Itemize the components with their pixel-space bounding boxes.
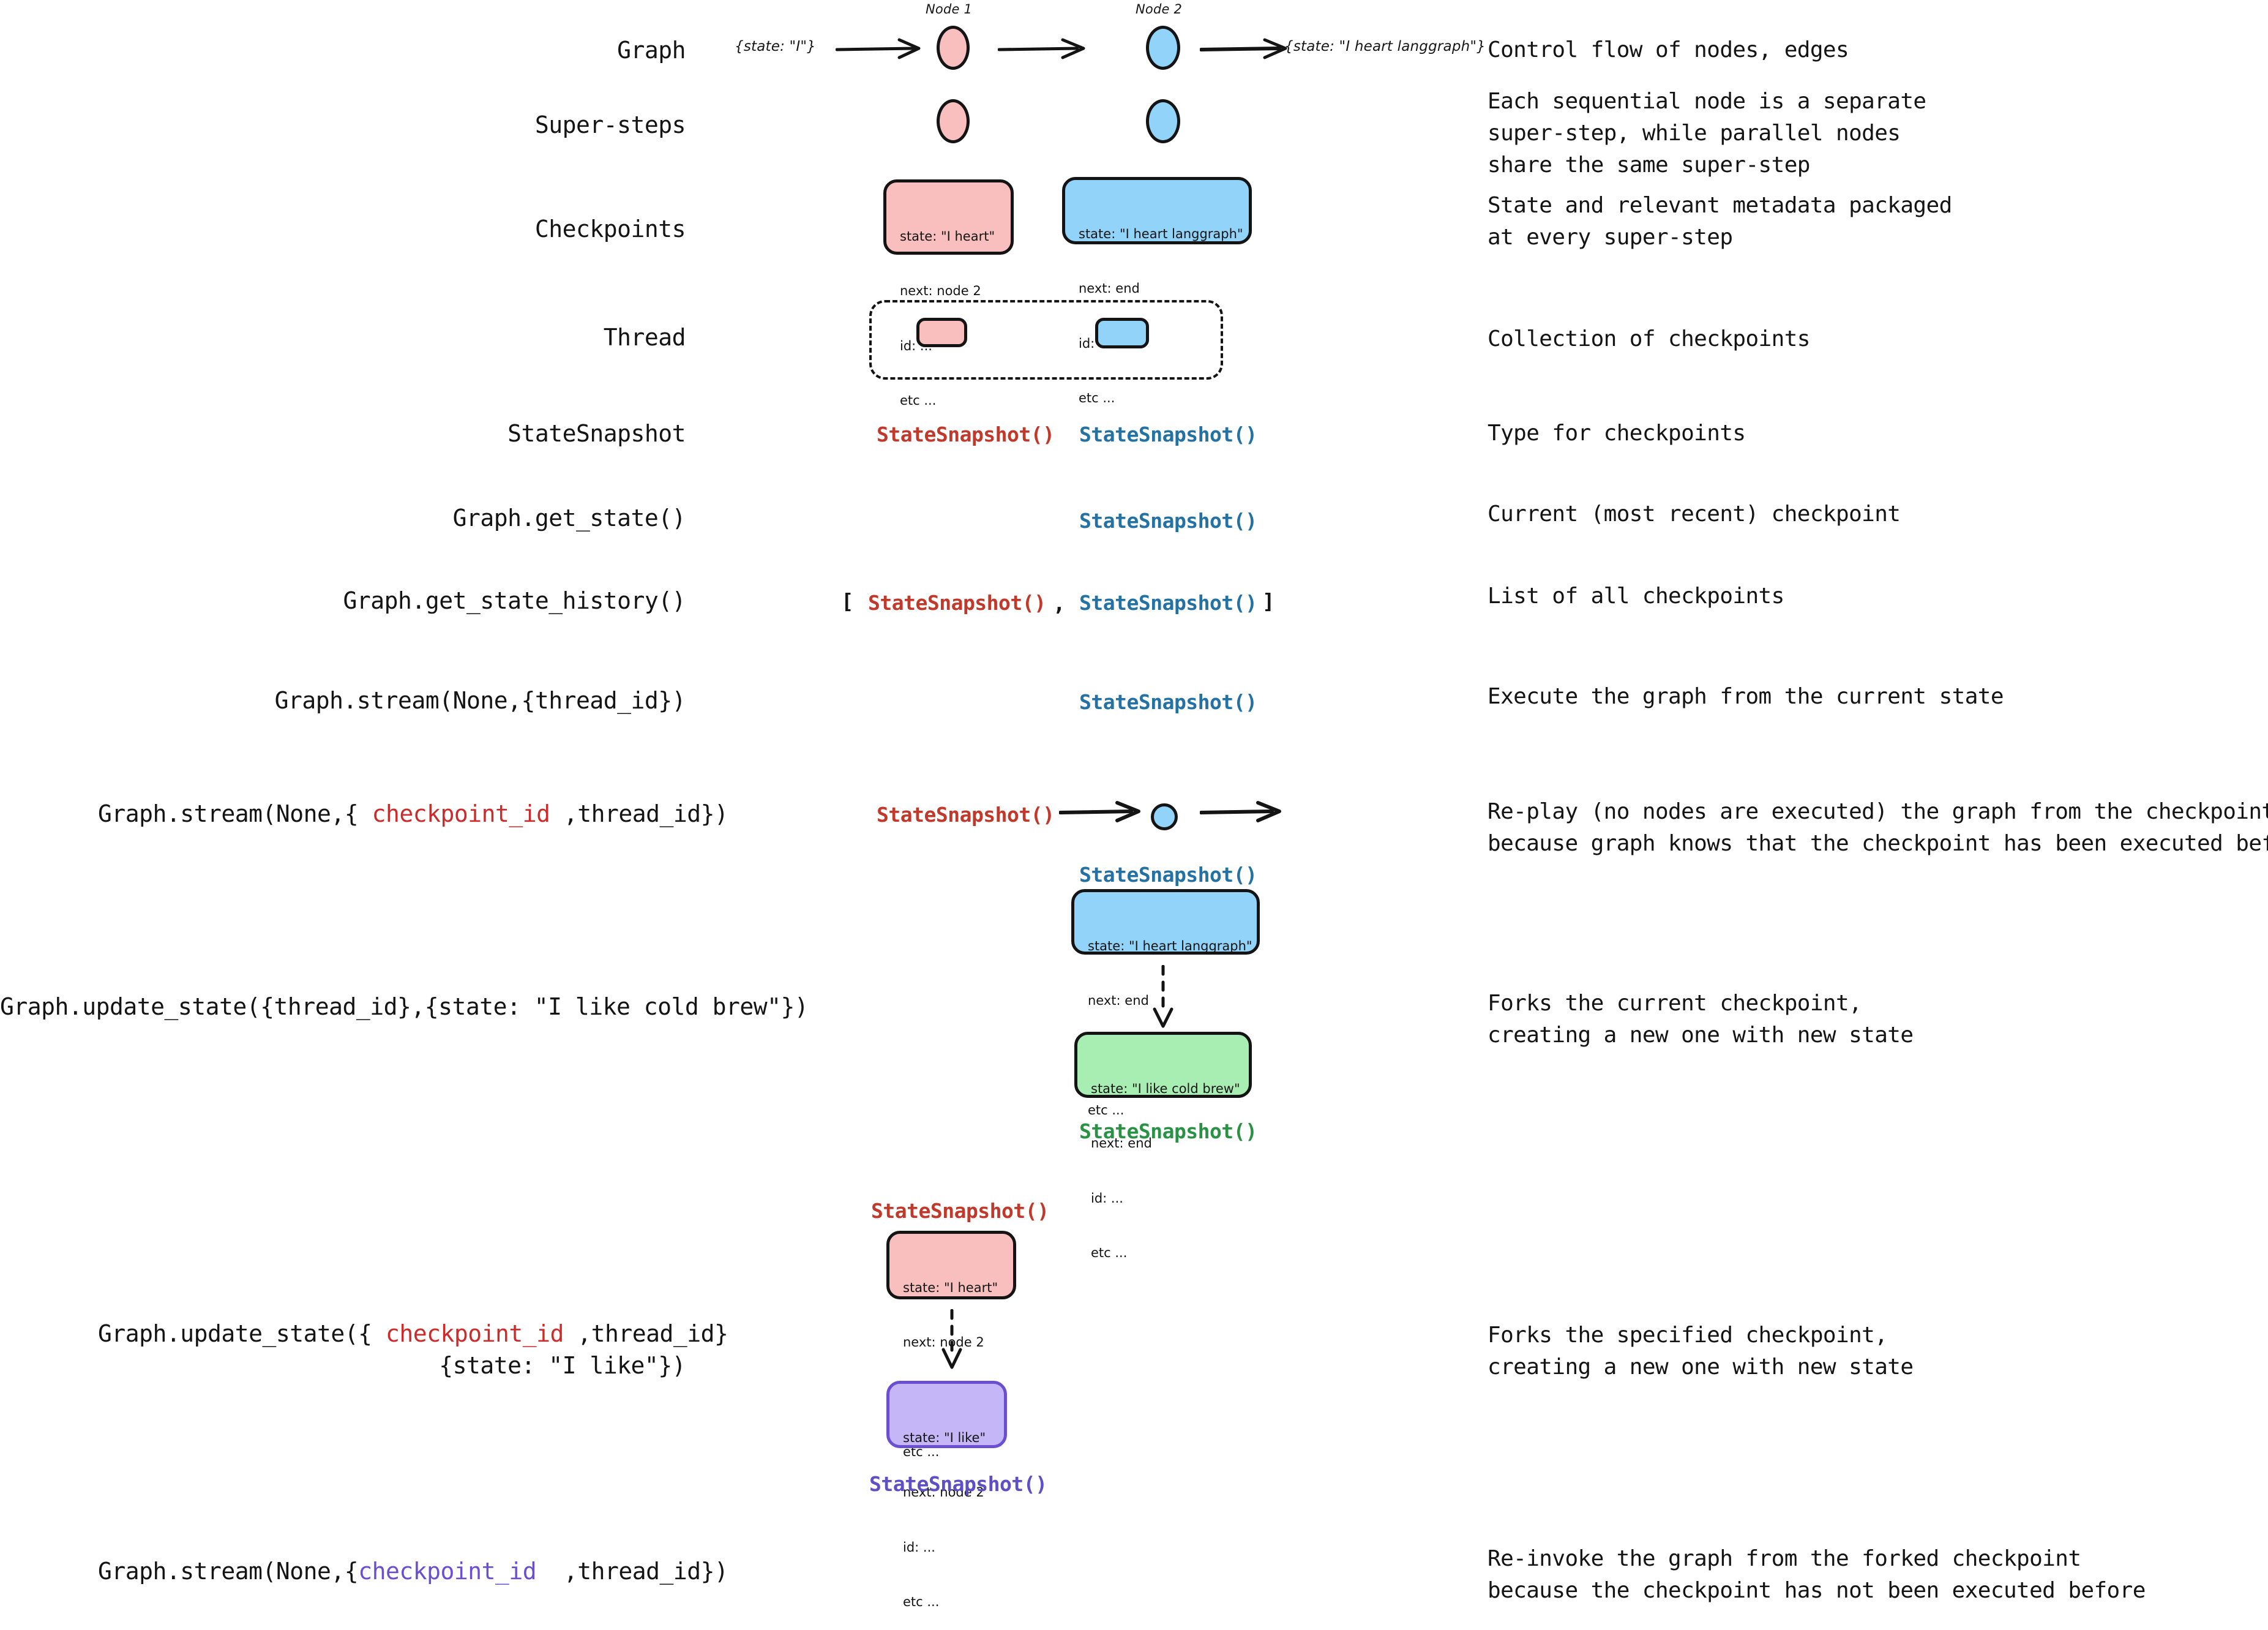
- arrow-input-to-node1: [836, 38, 921, 59]
- stream-forked-accent: checkpoint_id: [358, 1558, 537, 1585]
- history-open-bracket: [: [841, 590, 854, 614]
- update-thread-card-green-id: id: ...: [1091, 1190, 1123, 1206]
- history-comma: ,: [1053, 592, 1066, 616]
- update-checkpoint-card-pink: state: "I heart" next: node 2 id: ... et…: [886, 1231, 1016, 1459]
- update-thread-card-blue: state: "I heart langgraph" next: end id:…: [1071, 889, 1260, 1117]
- update-checkpoint-card-purple-next: next: node 2: [903, 1485, 984, 1500]
- update-thread-card-blue-etc: etc ...: [1088, 1102, 1125, 1117]
- arrow-replay-right: [1200, 801, 1281, 822]
- update-thread-card-green-state: state: "I like cold brew": [1091, 1081, 1240, 1096]
- update-checkpoint-card-purple: state: "I like" next: node 2 id: ... etc…: [886, 1381, 1007, 1609]
- description-update-state-checkpoint: Forks the specified checkpoint, creating…: [1488, 1323, 1914, 1380]
- update-checkpoint-label-line2: {state: "I like"}): [439, 1352, 686, 1380]
- row-label-stream-checkpoint: Graph.stream(None,{ checkpoint_id ,threa…: [98, 798, 728, 830]
- update-checkpoint-card-pink-next: next: node 2: [903, 1335, 984, 1350]
- update-thread-card-green: state: "I like cold brew" next: end id: …: [1074, 1032, 1252, 1260]
- row-label-checkpoints: Checkpoints: [534, 216, 686, 242]
- row-label-stream-thread: Graph.stream(None,{thread_id}): [274, 687, 686, 714]
- row-label-get-state-history: Graph.get_state_history(): [343, 587, 686, 614]
- thread-checkpoint-blue: [1095, 318, 1149, 348]
- checkpoint-card-blue-etc: etc ...: [1079, 390, 1115, 405]
- row-label-graph: Graph: [617, 37, 686, 64]
- replay-snapshot-red: StateSnapshot(): [877, 803, 1055, 827]
- stream-forked-label-part2: ,thread_id}): [536, 1558, 728, 1585]
- arrow-fork-thread-dashed: [1153, 965, 1173, 1028]
- description-stream-thread: Execute the graph from the current state: [1488, 684, 2004, 709]
- description-checkpoints: State and relevant metadata packaged at …: [1488, 193, 1952, 250]
- replay-snapshot-blue: StateSnapshot(): [1079, 863, 1257, 887]
- stream-checkpoint-label-part2: ,thread_id}): [550, 800, 728, 827]
- arrow-replay-left: [1059, 801, 1140, 822]
- arrow-fork-checkpoint-dashed: [941, 1309, 962, 1369]
- history-snapshot-red: StateSnapshot(): [868, 591, 1046, 615]
- update-checkpoint-card-pink-state: state: "I heart": [903, 1280, 998, 1295]
- description-state-snapshot: Type for checkpoints: [1488, 421, 1746, 446]
- stream-forked-label-part1: Graph.stream(None,{: [98, 1558, 359, 1585]
- update-thread-card-blue-next: next: end: [1088, 993, 1149, 1008]
- state-snapshot-type-blue: StateSnapshot(): [1079, 423, 1257, 446]
- update-thread-card-blue-state: state: "I heart langgraph": [1088, 938, 1252, 953]
- super-step-node-1: [937, 99, 970, 143]
- node-1-caption: Node 1: [926, 2, 973, 17]
- graph-output-state-label: {state: "I heart langgraph"}: [1284, 39, 1486, 54]
- update-checkpoint-label-part2: ,thread_id}: [563, 1320, 728, 1347]
- update-checkpoint-card-purple-id: id: ...: [903, 1539, 935, 1555]
- row-label-update-state-thread: Graph.update_state({thread_id},{state: "…: [0, 993, 809, 1020]
- stream-thread-snapshot-blue: StateSnapshot(): [1079, 690, 1257, 714]
- arrow-node1-to-node2: [998, 38, 1085, 59]
- node-2-caption: Node 2: [1136, 2, 1183, 17]
- description-stream-forked: Re-invoke the graph from the forked chec…: [1488, 1546, 2146, 1604]
- graph-node-2: [1146, 26, 1180, 70]
- history-snapshot-blue: StateSnapshot(): [1079, 591, 1257, 615]
- row-label-super-steps: Super-steps: [534, 111, 686, 138]
- row-label-update-state-checkpoint: Graph.update_state({ checkpoint_id ,thre…: [98, 1318, 728, 1382]
- update-thread-snapshot-green: StateSnapshot(): [1079, 1119, 1257, 1143]
- update-thread-card-green-etc: etc ...: [1091, 1245, 1128, 1260]
- checkpoint-card-pink: state: "I heart" next: node 2 id: ... et…: [883, 179, 1014, 408]
- checkpoint-card-pink-etc: etc ...: [900, 392, 937, 408]
- update-checkpoint-label-part1: Graph.update_state({: [98, 1320, 386, 1347]
- stream-checkpoint-label-part1: Graph.stream(None,{: [98, 800, 372, 827]
- description-super-steps: Each sequential node is a separate super…: [1488, 89, 1926, 178]
- arrow-node2-to-output: [1200, 38, 1287, 59]
- history-close-bracket: ]: [1262, 590, 1275, 614]
- update-checkpoint-snapshot-purple: StateSnapshot(): [869, 1472, 1047, 1496]
- update-checkpoint-accent: checkpoint_id: [385, 1320, 564, 1347]
- thread-container: [869, 300, 1223, 380]
- get-state-snapshot-blue: StateSnapshot(): [1079, 509, 1257, 533]
- graph-node-1: [937, 26, 970, 70]
- checkpoint-card-pink-next: next: node 2: [900, 284, 981, 299]
- replay-node: [1151, 803, 1178, 830]
- state-snapshot-type-red: StateSnapshot(): [877, 423, 1055, 446]
- description-get-state-history: List of all checkpoints: [1488, 584, 1784, 609]
- update-thread-card-green-next: next: end: [1091, 1136, 1152, 1151]
- checkpoint-card-blue-state: state: "I heart langgraph": [1079, 226, 1243, 241]
- description-thread: Collection of checkpoints: [1488, 326, 1810, 351]
- stream-checkpoint-accent: checkpoint_id: [372, 800, 550, 827]
- description-stream-checkpoint: Re-play (no nodes are executed) the grap…: [1488, 799, 2268, 857]
- thread-checkpoint-pink: [916, 318, 967, 347]
- update-checkpoint-card-purple-etc: etc ...: [903, 1594, 940, 1609]
- row-label-get-state: Graph.get_state(): [452, 505, 686, 531]
- checkpoint-card-blue-next: next: end: [1079, 281, 1140, 296]
- description-get-state: Current (most recent) checkpoint: [1488, 501, 1901, 527]
- description-update-state-thread: Forks the current checkpoint, creating a…: [1488, 991, 1914, 1048]
- super-step-node-2: [1146, 99, 1180, 143]
- checkpoint-card-pink-state: state: "I heart": [900, 228, 995, 244]
- row-label-stream-forked: Graph.stream(None,{checkpoint_id ,thread…: [98, 1555, 728, 1587]
- checkpoint-card-blue: state: "I heart langgraph" next: end id:…: [1062, 177, 1252, 405]
- update-checkpoint-card-purple-state: state: "I like": [903, 1430, 986, 1445]
- row-label-state-snapshot: StateSnapshot: [507, 420, 686, 447]
- row-label-thread: Thread: [603, 324, 686, 351]
- description-graph: Control flow of nodes, edges: [1488, 37, 1849, 62]
- graph-input-state-label: {state: "I"}: [735, 39, 816, 54]
- update-checkpoint-snapshot-red: StateSnapshot(): [871, 1199, 1049, 1223]
